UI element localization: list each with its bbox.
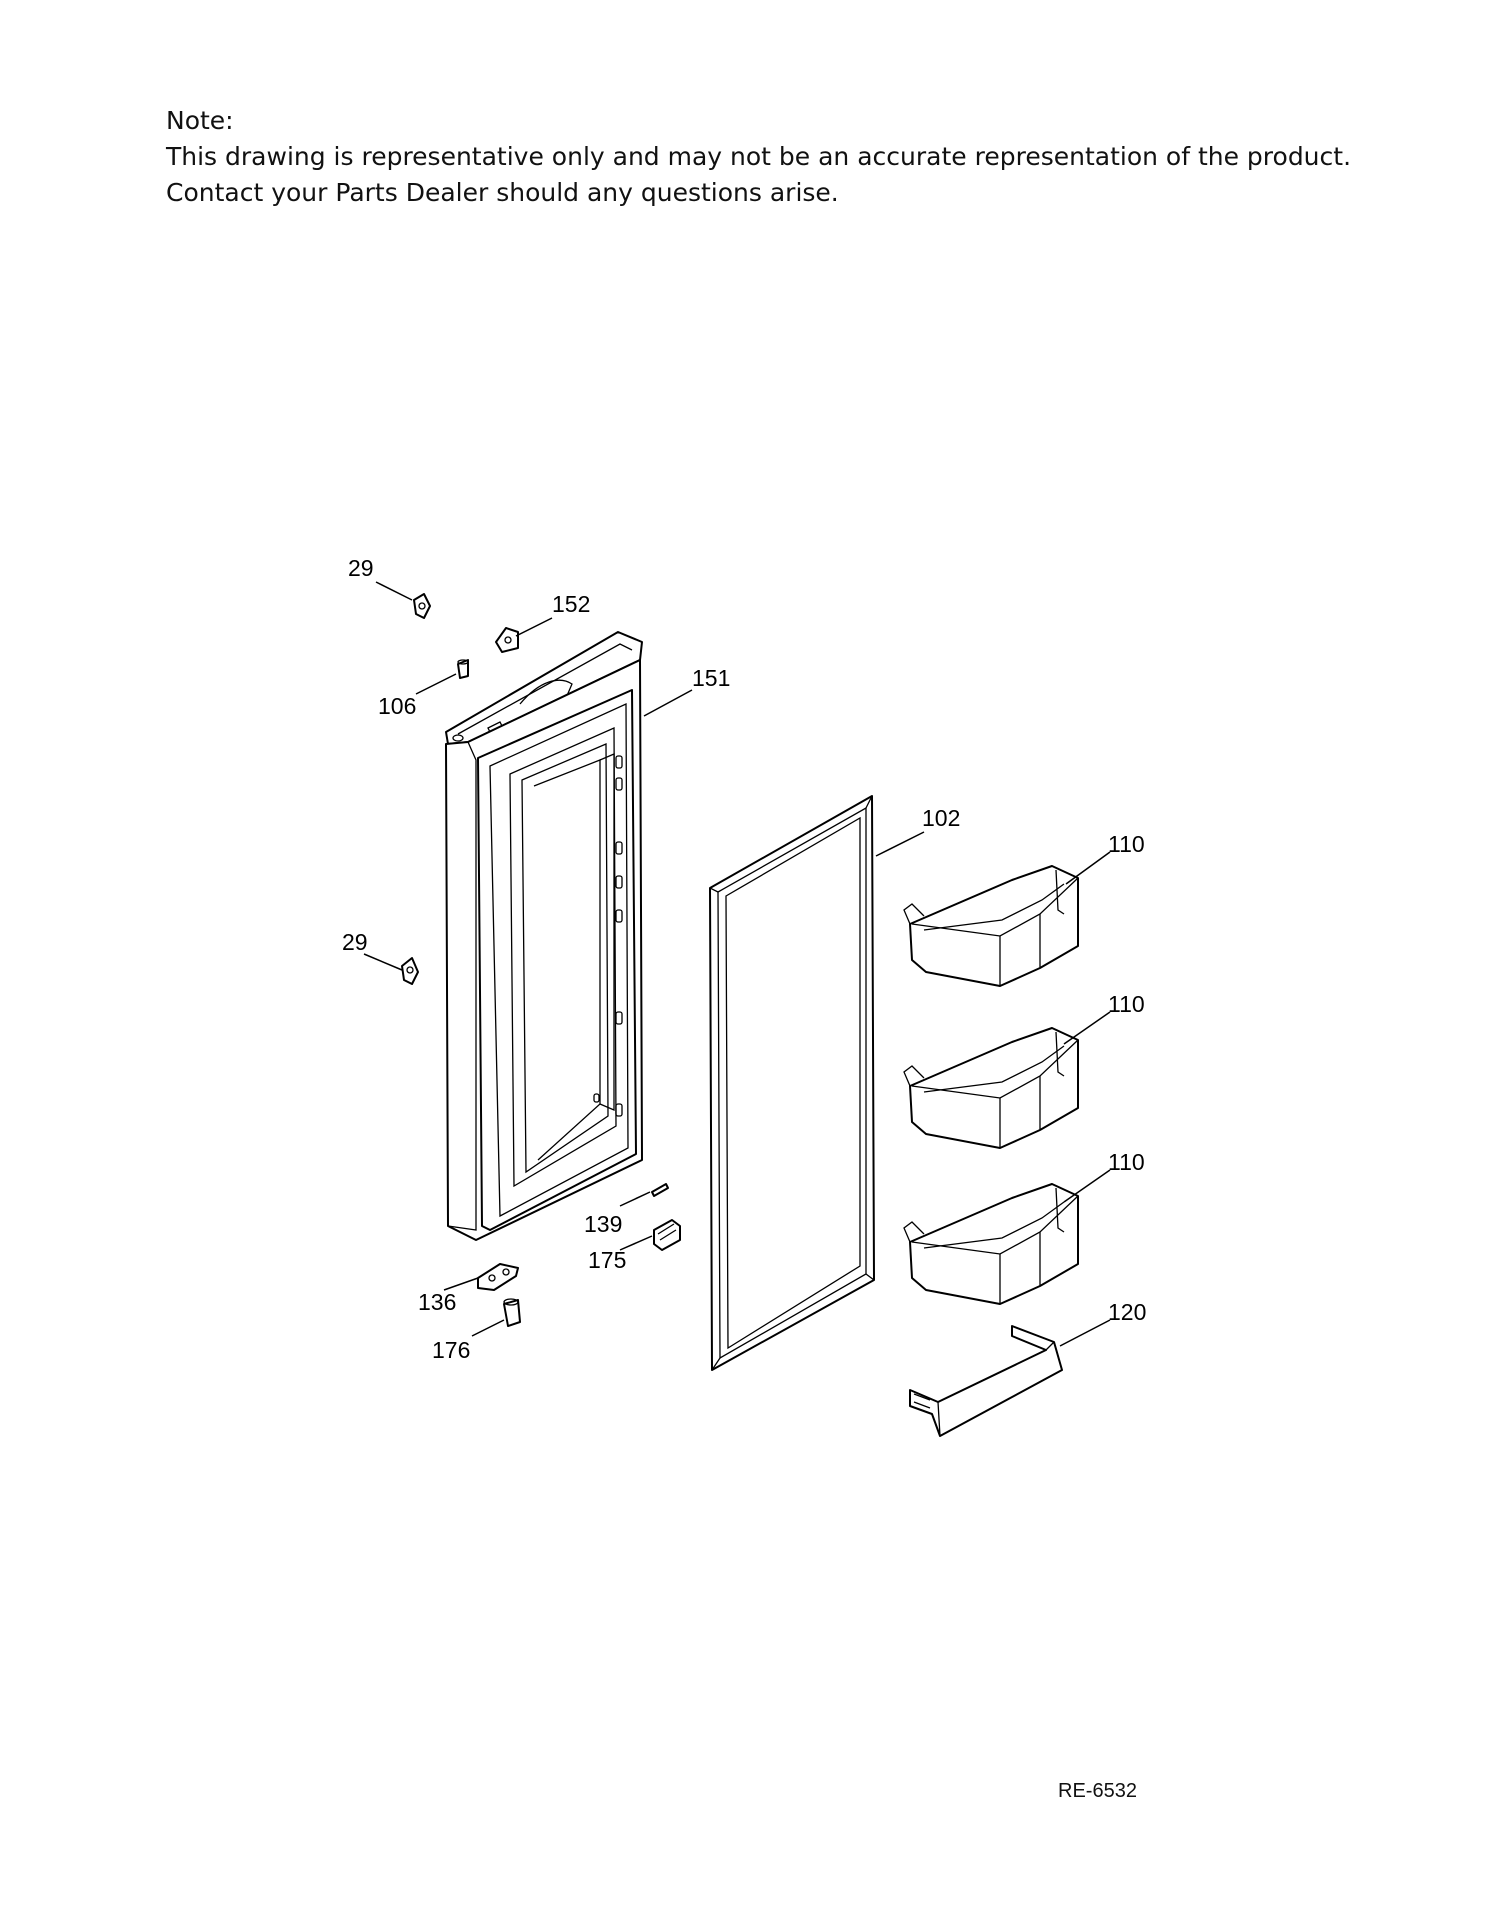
leader-176 (471, 1319, 505, 1337)
callout-29-top: 29 (348, 555, 374, 581)
bushing (457, 659, 469, 679)
leader-120 (1059, 1319, 1111, 1347)
callout-110-c: 110 (1108, 1149, 1145, 1175)
document-reference: RE-6532 (1058, 1780, 1137, 1802)
callout-175: 175 (588, 1247, 626, 1273)
note-line-2: Contact your Parts Dealer should any que… (166, 178, 839, 207)
hinge-clip-mid (401, 957, 419, 985)
door-closer (503, 1298, 521, 1327)
leader-29-mid (363, 953, 403, 971)
hinge-plate (477, 1263, 519, 1291)
leader-110-b (1063, 1011, 1111, 1045)
leader-139 (619, 1191, 651, 1207)
callout-106: 106 (378, 693, 416, 719)
door-bar (909, 1325, 1063, 1437)
magnet-block (653, 1219, 681, 1251)
callout-136: 136 (418, 1289, 456, 1315)
hinge-cover (495, 627, 519, 653)
disclaimer-note: Note: This drawing is representative onl… (166, 103, 1351, 211)
door-bin-3 (903, 1183, 1079, 1305)
leader-136 (443, 1277, 479, 1291)
leader-106 (415, 673, 457, 695)
callout-110-a: 110 (1108, 831, 1145, 857)
leader-102 (875, 831, 925, 857)
callout-29-mid: 29 (342, 929, 368, 955)
callout-151: 151 (692, 665, 730, 691)
door-gasket (709, 795, 875, 1371)
door-bin-2 (903, 1027, 1079, 1149)
leader-152 (515, 617, 553, 637)
door-assembly (445, 631, 643, 1241)
leader-151 (643, 689, 693, 717)
callout-152: 152 (552, 591, 590, 617)
leader-29-top (375, 581, 413, 601)
callout-102: 102 (922, 805, 960, 831)
callout-139: 139 (584, 1211, 622, 1237)
leader-110-a (1065, 851, 1111, 885)
leader-110-c (1063, 1169, 1111, 1203)
callout-120: 120 (1108, 1299, 1146, 1325)
callout-176: 176 (432, 1337, 470, 1363)
callout-110-b: 110 (1108, 991, 1145, 1017)
pin (651, 1183, 669, 1197)
hinge-clip-top (413, 593, 431, 619)
leader-175 (619, 1235, 653, 1251)
note-line-1: This drawing is representative only and … (166, 142, 1352, 171)
door-bin-1 (903, 865, 1079, 987)
note-heading: Note: (166, 106, 234, 135)
